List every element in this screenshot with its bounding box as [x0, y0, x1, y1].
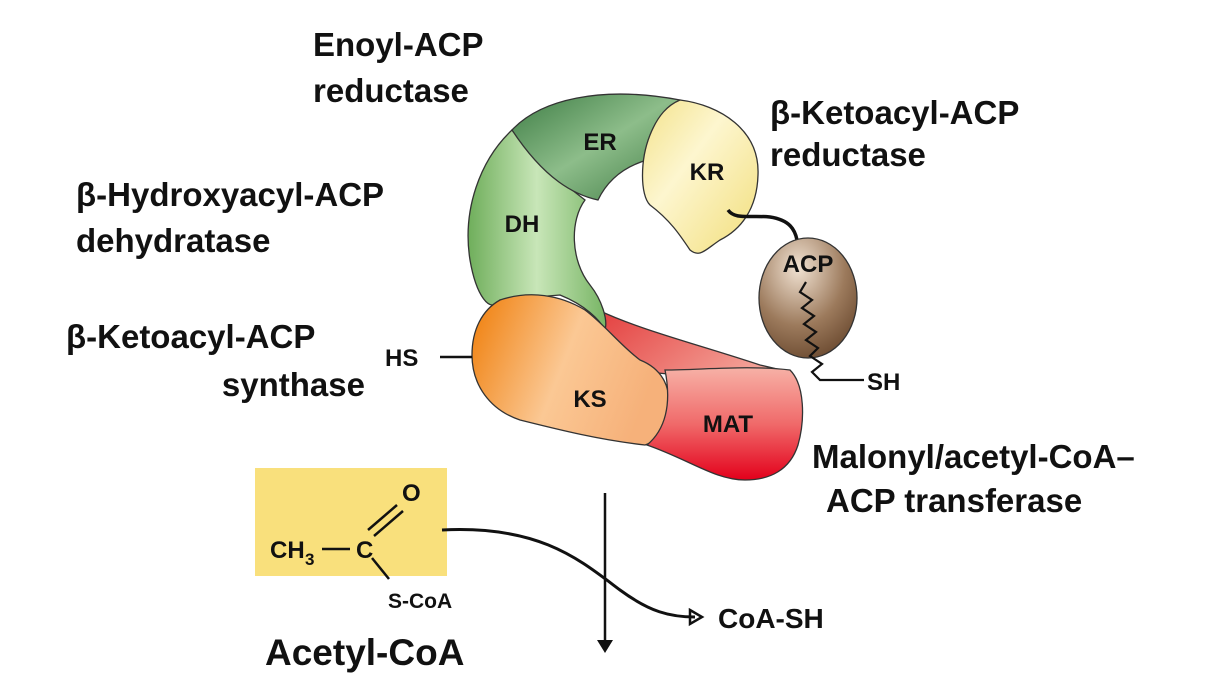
domain-acp-label: ACP — [783, 251, 834, 278]
svg-text:β-Ketoacyl-ACP: β-Ketoacyl-ACP — [66, 318, 315, 355]
acp-thiol-label: SH — [867, 369, 900, 396]
label-ketoacyl-acp-reductase: β-Ketoacyl-ACP reductase — [770, 94, 1019, 173]
svg-text:Enoyl-ACP: Enoyl-ACP — [313, 26, 484, 63]
domain-kr — [641, 99, 759, 254]
svg-text:3: 3 — [305, 550, 314, 569]
label-malonyl-acetyl-transferase: Malonyl/acetyl-CoA– ACP transferase — [812, 438, 1135, 519]
domain-mat-label: MAT — [703, 411, 754, 438]
reaction-arrowhead — [597, 640, 613, 653]
svg-text:C: C — [356, 537, 373, 564]
svg-text:β-Ketoacyl-ACP: β-Ketoacyl-ACP — [770, 94, 1019, 131]
acetyl-coa-highlight — [255, 468, 447, 576]
svg-text:S-CoA: S-CoA — [388, 590, 452, 613]
svg-text:dehydratase: dehydratase — [76, 222, 270, 259]
domain-kr-label: KR — [690, 159, 725, 186]
svg-text:synthase: synthase — [222, 366, 365, 403]
acetyl-coa-structure: CH 3 C O S-CoA — [270, 480, 452, 613]
phosphopantetheine-arm — [798, 281, 864, 382]
domain-er-label: ER — [583, 129, 616, 156]
svg-text:ACP transferase: ACP transferase — [826, 482, 1082, 519]
svg-text:Malonyl/acetyl-CoA–: Malonyl/acetyl-CoA– — [812, 438, 1135, 475]
domain-ks — [471, 294, 670, 446]
svg-text:β-Hydroxyacyl-ACP: β-Hydroxyacyl-ACP — [76, 176, 384, 213]
domain-dh-label: DH — [505, 211, 540, 238]
acp-tether — [726, 208, 799, 241]
svg-text:reductase: reductase — [313, 72, 469, 109]
domain-ks-label: KS — [573, 386, 606, 413]
svg-text:reductase: reductase — [770, 136, 926, 173]
domain-mat — [645, 367, 804, 481]
label-ketoacyl-acp-synthase: β-Ketoacyl-ACP synthase — [66, 318, 365, 403]
svg-text:O: O — [402, 480, 421, 507]
coa-sh-label: CoA-SH — [718, 603, 824, 634]
label-hydroxyacyl-acp-dehydratase: β-Hydroxyacyl-ACP dehydratase — [76, 176, 384, 259]
svg-text:CH: CH — [270, 537, 305, 564]
label-enoyl-acp-reductase: Enoyl-ACP reductase — [313, 26, 484, 109]
ks-thiol-label: HS — [385, 345, 418, 372]
acetyl-coa-label: Acetyl-CoA — [265, 632, 464, 673]
release-arrow — [441, 528, 696, 619]
release-arrowhead — [688, 607, 705, 627]
domain-dh — [467, 129, 607, 332]
